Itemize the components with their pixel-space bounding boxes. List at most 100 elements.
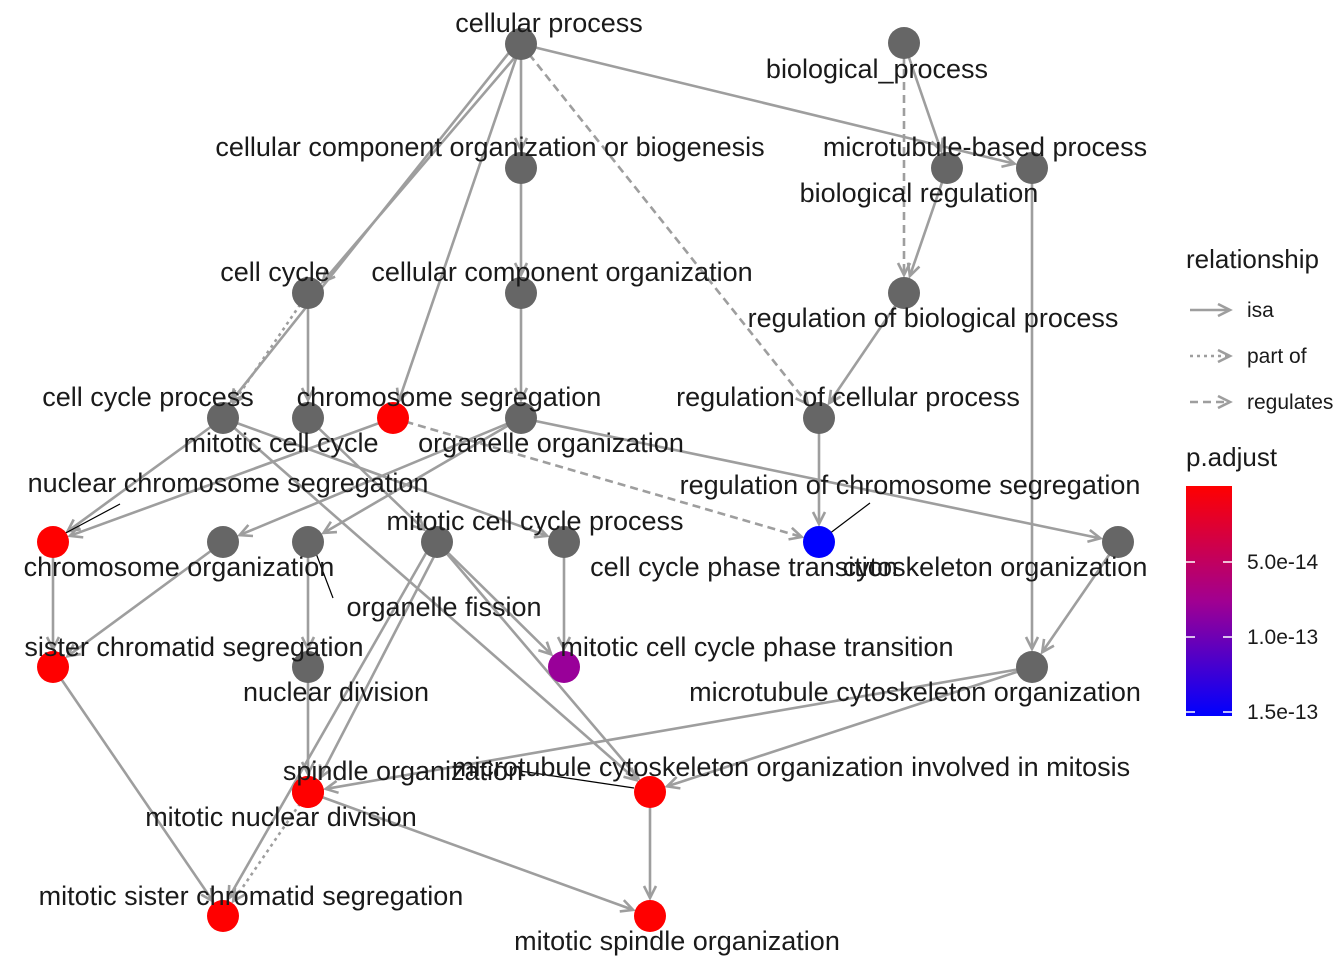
label-leader-regulation-of-chromosome-segregation [824,502,871,538]
edge-isa [1024,168,1040,652]
node-label-chromosome-organization: chromosome organization [24,552,335,582]
edge-line [397,43,523,402]
edge-part_of [231,791,310,904]
edge-arrowhead [321,521,338,535]
edge-isa [307,790,636,913]
edge-line [1041,541,1120,653]
edge-arrowhead [395,387,410,404]
relationship-legend-label: part of [1247,345,1307,368]
relationship-legend-item-part-of: part of [1190,345,1307,368]
node-label-cellular-process: cellular process [455,8,643,38]
node-label-mitotic-sister-chromatid-segregation: mitotic sister chromatid segregation [39,881,464,911]
node-nuclear-chromosome-segregation [37,526,69,558]
edge-isa [436,541,641,781]
edge-line [69,416,394,538]
node-mitotic-cell-cycle-process [421,526,453,558]
node-cellular-process [505,28,537,60]
edge-line [232,292,310,404]
padjust-legend-title: p.adjust [1186,442,1278,472]
edge-isa [513,44,529,153]
node-label-nuclear-division: nuclear division [243,677,429,707]
edge-regulates [392,416,805,541]
legend-arrowhead [1217,394,1233,410]
edge-isa [395,43,523,404]
legend-arrowhead [1217,302,1233,318]
node-label-mitotic-cell-cycle-process: mitotic cell cycle process [386,506,683,536]
edge-part_of [231,292,310,406]
edge-isa [229,40,519,404]
node-regulation-of-biological-process [888,277,920,309]
edge-isa [45,542,61,652]
node-label-ccob: cellular component organization or bioge… [215,132,764,162]
edge-regulates [519,43,810,407]
node-label-chromosome-segregation: chromosome segregation [297,382,602,412]
node-chromosome-segregation [377,402,409,434]
edge-arrowhead [320,268,336,285]
node-label-mtco-in-mitosis: microtubule cytoskeleton organization in… [452,752,1130,782]
node-chromosome-organization [207,526,239,558]
edge-isa [827,292,906,406]
edge-arrowhead [318,764,332,781]
edge-isa [664,665,1033,790]
edge-line [222,417,638,782]
edge-arrowhead [642,885,658,901]
relationship-legend-title: relationship [1186,244,1319,274]
edge-line [66,540,224,658]
edge-line [325,665,1033,791]
edge-arrowhead [67,525,84,539]
node-label-microtubule-cytoskeleton-organization: microtubule cytoskeleton organization [689,677,1141,707]
node-cell-cycle [292,277,324,309]
label-leader-organelle-fission [313,547,334,599]
edge-arrowhead [906,262,921,279]
edge-isa [436,541,554,657]
relationship-legend-label: regulates [1247,391,1333,414]
edge-line [666,665,1033,788]
edge-isa [513,293,529,403]
edge-isa [318,543,442,781]
edge-line [908,167,949,277]
node-label-regulation-of-biological-process: regulation of biological process [748,303,1119,333]
edge-isa [300,293,316,403]
node-label-nuclear-chromosome-segregation: nuclear chromosome segregation [28,468,429,498]
edge-arrowhead [1087,529,1104,544]
edge-line [318,543,442,779]
padjust-tick-label: 1.5e-13 [1247,701,1318,724]
edge-arrowhead [1001,154,1018,169]
edge-isa [65,540,224,659]
edge-arrowhead [200,887,215,904]
node-label-biological-process: biological_process [766,54,988,84]
padjust-tick: 5.0e-14 [1186,551,1319,574]
label-leaders-layer [59,502,871,789]
edge-line [51,666,214,902]
padjust-tick: 1.5e-13 [1186,701,1318,724]
edge-isa [222,416,550,539]
node-label-spindle-organization: spindle organization [283,756,523,786]
nodes-layer [37,27,1134,932]
edge-line [436,541,640,780]
edge-isa [67,416,394,539]
edge-arrowhead [300,636,316,652]
edge-line [66,416,224,533]
edge-arrowhead [788,526,805,541]
node-ccob [505,152,537,184]
edges-layer [45,40,1120,913]
node-label-regulation-of-chromosome-segregation: regulation of chromosome segregation [680,470,1141,500]
node-microtubule-cytoskeleton-organization [1016,651,1048,683]
edge-arrowhead [625,764,641,781]
edge-arrowhead [227,884,241,901]
node-cell-cycle-process [207,402,239,434]
node-mitotic-nuclear-division [292,776,324,808]
edge-line [222,416,548,538]
edge-isa [322,665,1033,795]
node-biological-process [888,27,920,59]
edge-isa [300,542,316,652]
edge-arrowhead [231,389,246,406]
legend-arrowhead [1217,348,1233,364]
edge-isa [227,539,435,901]
node-regulation-of-chromosome-segregation [803,526,835,558]
node-label-organelle-organization: organelle organization [418,428,684,458]
edge-line [230,40,519,403]
node-organelle-fission [292,526,324,558]
node-biological-regulation [931,152,963,184]
node-cytoskeleton-organization [1102,526,1134,558]
